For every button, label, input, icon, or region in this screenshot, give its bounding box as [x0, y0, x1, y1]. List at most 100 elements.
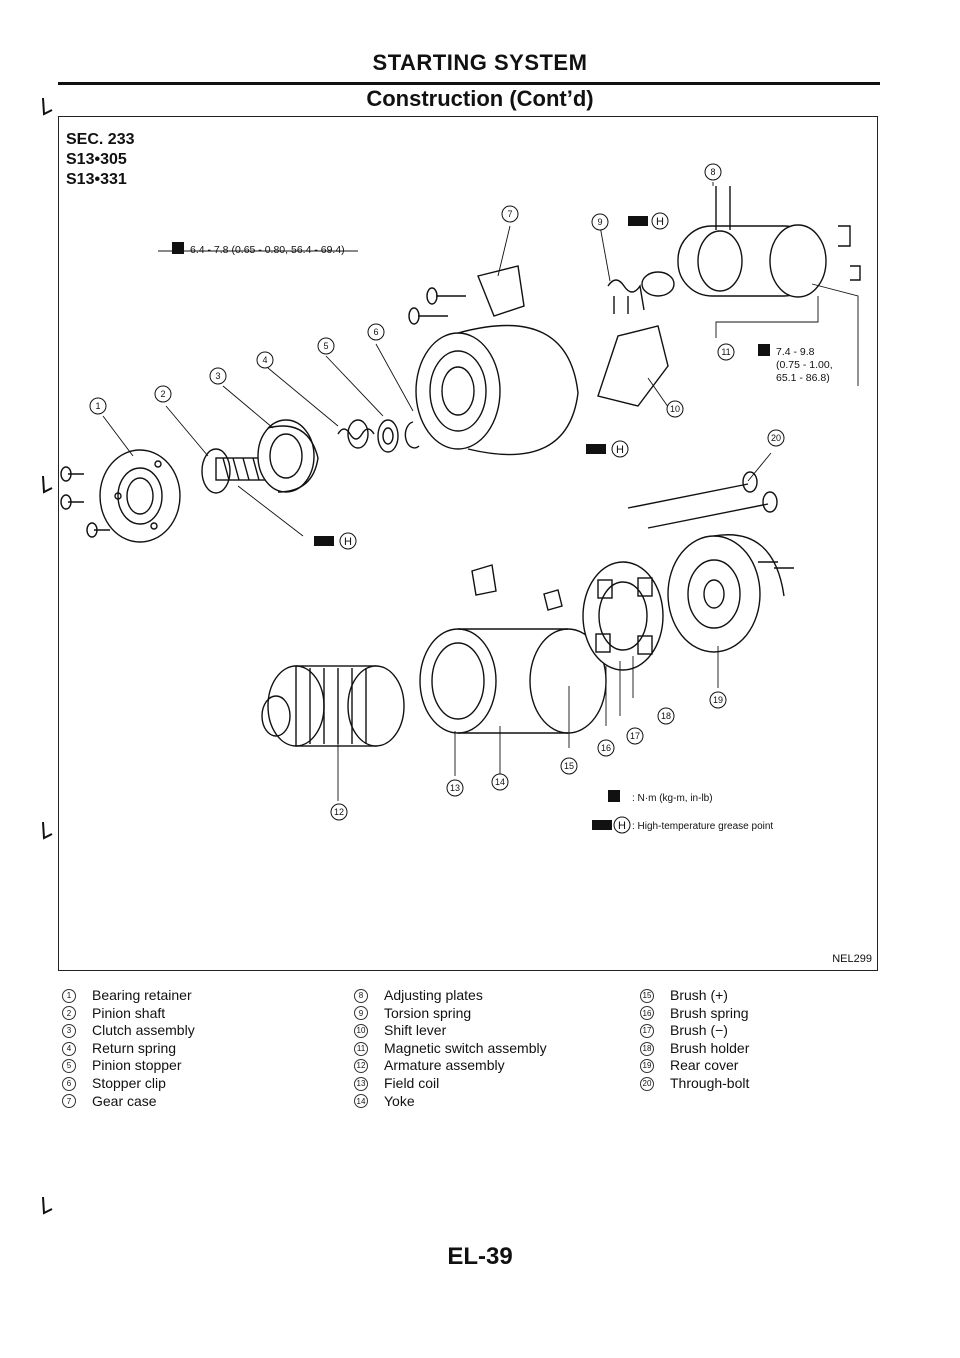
svg-text:15: 15	[564, 761, 574, 771]
callout-8: 8	[704, 163, 722, 181]
callout-20: 20	[767, 429, 785, 447]
svg-text:19: 19	[713, 695, 723, 705]
starter-exploded-diagram: H H H 6.4 - 7.8 (0.65 - 0.80, 56.4 - 69.…	[60, 163, 861, 834]
sec-part-ref: S13•331	[66, 171, 127, 188]
margin-mark	[42, 97, 53, 116]
gear-case-bolts	[408, 287, 466, 325]
grease-point-marker: H	[314, 532, 357, 550]
legend-item: 4 Return spring	[62, 1040, 195, 1058]
adjusting-plates-drawing	[715, 186, 731, 230]
legend-item: 7 Gear case	[62, 1093, 195, 1111]
grease-point-symbol: H	[344, 536, 352, 548]
legend-label: Gear case	[92, 1092, 157, 1109]
svg-text:18: 18	[661, 711, 671, 721]
callouts: 1 2 3 4 5 6 7 8 9 10 11 12 13 14 15 16 1…	[89, 163, 785, 821]
figure-frame	[58, 116, 878, 971]
retainer-screws	[60, 466, 110, 538]
grease-point-marker: H	[628, 212, 669, 230]
figure-code: NEL299	[832, 953, 872, 965]
torque-wrench-icon	[758, 344, 770, 356]
pinion-stopper-drawing	[377, 419, 399, 453]
return-spring-drawing	[337, 419, 375, 449]
legend-label: Return spring	[92, 1039, 177, 1056]
legend-label: Adjusting plates	[384, 987, 483, 1003]
legend-label: Yoke	[384, 1092, 415, 1109]
callout-12: 12	[330, 803, 348, 821]
legend-number: 20	[640, 1076, 654, 1091]
legend-label: Clutch assembly	[92, 1022, 195, 1039]
callout-14: 14	[491, 773, 509, 791]
svg-text:2: 2	[160, 389, 165, 399]
legend-number: 12	[354, 1059, 368, 1074]
legend-number: 4	[62, 1041, 76, 1056]
callout-4: 4	[256, 351, 274, 369]
legend-label: Field coil	[384, 1074, 440, 1091]
shift-lever-drawing	[597, 325, 669, 407]
legend-number: 5	[62, 1059, 76, 1074]
rear-cover-drawing	[667, 534, 785, 653]
grease-point-symbol: H	[618, 820, 626, 832]
legend-label: Pinion shaft	[92, 1004, 166, 1021]
legend-label: Bearing retainer	[92, 987, 192, 1003]
yoke-field-coil-drawing	[419, 564, 607, 734]
legend-number: 15	[640, 988, 654, 1003]
svg-text:4: 4	[262, 355, 267, 365]
legend-number: 9	[354, 1006, 368, 1021]
callout-13: 13	[446, 779, 464, 797]
torque-value-1: 6.4 - 7.8 (0.65 - 0.80, 56.4 - 69.4)	[190, 244, 345, 256]
callout-16: 16	[597, 739, 615, 757]
legend-number: 16	[640, 1006, 654, 1021]
callout-11: 11	[717, 343, 735, 361]
through-bolts-drawing	[627, 471, 778, 529]
svg-text:1: 1	[95, 401, 100, 411]
torque-value-2a: 7.4 - 9.8	[776, 346, 815, 358]
callout-17: 17	[626, 727, 644, 745]
legend-number: 3	[62, 1023, 76, 1038]
page-header: STARTING SYSTEM	[0, 50, 960, 76]
page-subtitle: Construction (Cont’d)	[366, 86, 594, 111]
leader-lines	[102, 182, 859, 801]
svg-text:17: 17	[630, 731, 640, 741]
callout-18: 18	[657, 707, 675, 725]
callout-3: 3	[209, 367, 227, 385]
legend-item: 15 Brush (+)	[640, 987, 749, 1005]
svg-text:16: 16	[601, 743, 611, 753]
callout-15: 15	[560, 757, 578, 775]
margin-mark	[42, 821, 53, 840]
legend-label: Brush (+)	[670, 987, 728, 1003]
svg-text:12: 12	[334, 807, 344, 817]
rear-cover-screws	[758, 561, 794, 569]
torque-wrench-icon	[172, 242, 184, 254]
stopper-clip-drawing	[404, 421, 420, 449]
gear-case-drawing	[415, 265, 579, 456]
legend-label: Shift lever	[384, 1022, 447, 1039]
sec-number: SEC. 233	[66, 131, 135, 148]
margin-mark	[42, 475, 53, 494]
legend-number: 18	[640, 1041, 654, 1056]
svg-text:3: 3	[215, 371, 220, 381]
svg-text:9: 9	[597, 217, 602, 227]
legend-label: Pinion stopper	[92, 1057, 182, 1074]
legend-item: 3 Clutch assembly	[62, 1022, 195, 1040]
legend-number: 2	[62, 1006, 76, 1021]
clutch-assembly-drawing	[257, 419, 319, 493]
armature-assembly-drawing	[261, 665, 405, 747]
callout-6: 6	[367, 323, 385, 341]
section-title: STARTING SYSTEM	[372, 50, 588, 75]
callout-7: 7	[501, 205, 519, 223]
legend-number: 7	[62, 1094, 76, 1109]
torque-spec-2: 7.4 - 9.8 (0.75 - 1.00, 65.1 - 86.8)	[758, 344, 833, 384]
callout-2: 2	[154, 385, 172, 403]
svg-text:8: 8	[710, 167, 715, 177]
legend-number: 17	[640, 1023, 654, 1038]
